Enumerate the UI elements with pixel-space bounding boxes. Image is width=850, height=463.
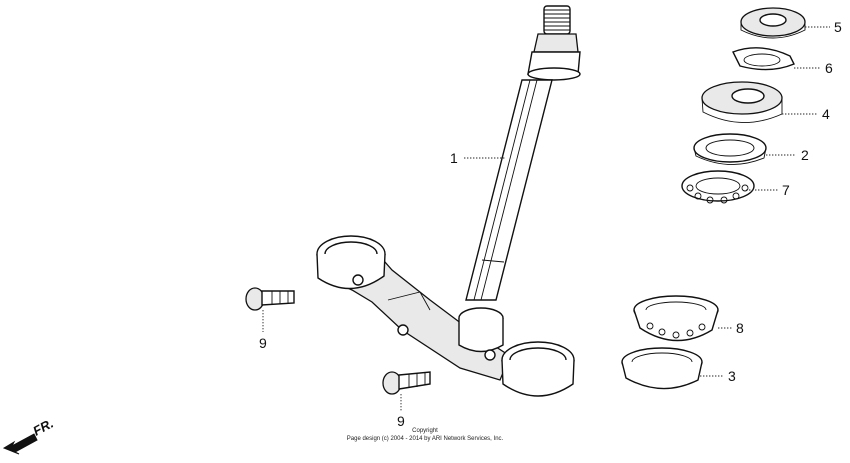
leader-lines — [262, 26, 830, 412]
callout-2: 2 — [801, 147, 809, 163]
bolt-left — [245, 287, 295, 311]
callout-8: 8 — [736, 320, 744, 336]
bottom-bridge — [316, 235, 575, 397]
callout-1: 1 — [450, 150, 458, 166]
front-arrow-icon — [2, 433, 38, 455]
callout-7: 7 — [782, 182, 790, 198]
copyright-line-1: Copyright — [412, 428, 438, 434]
upper-race — [693, 133, 767, 165]
locknut — [740, 7, 806, 39]
callout-4: 4 — [822, 106, 830, 122]
callout-6: 6 — [825, 60, 833, 76]
callout-9-bottom: 9 — [397, 413, 405, 429]
bolt-bottom — [382, 371, 431, 395]
steering-stem — [465, 5, 581, 301]
upper-bearing — [681, 170, 755, 204]
lower-bearing — [633, 295, 719, 342]
adjusting-nut — [701, 81, 783, 123]
callout-9-left: 9 — [259, 335, 267, 351]
callout-3: 3 — [728, 368, 736, 384]
copyright-line-2: Page design (c) 2004 - 2014 by ARI Netwo… — [347, 436, 504, 442]
lock-washer — [732, 47, 795, 71]
callout-5: 5 — [834, 19, 842, 35]
lower-race — [621, 347, 703, 390]
front-direction-indicator: FR. — [2, 416, 56, 455]
